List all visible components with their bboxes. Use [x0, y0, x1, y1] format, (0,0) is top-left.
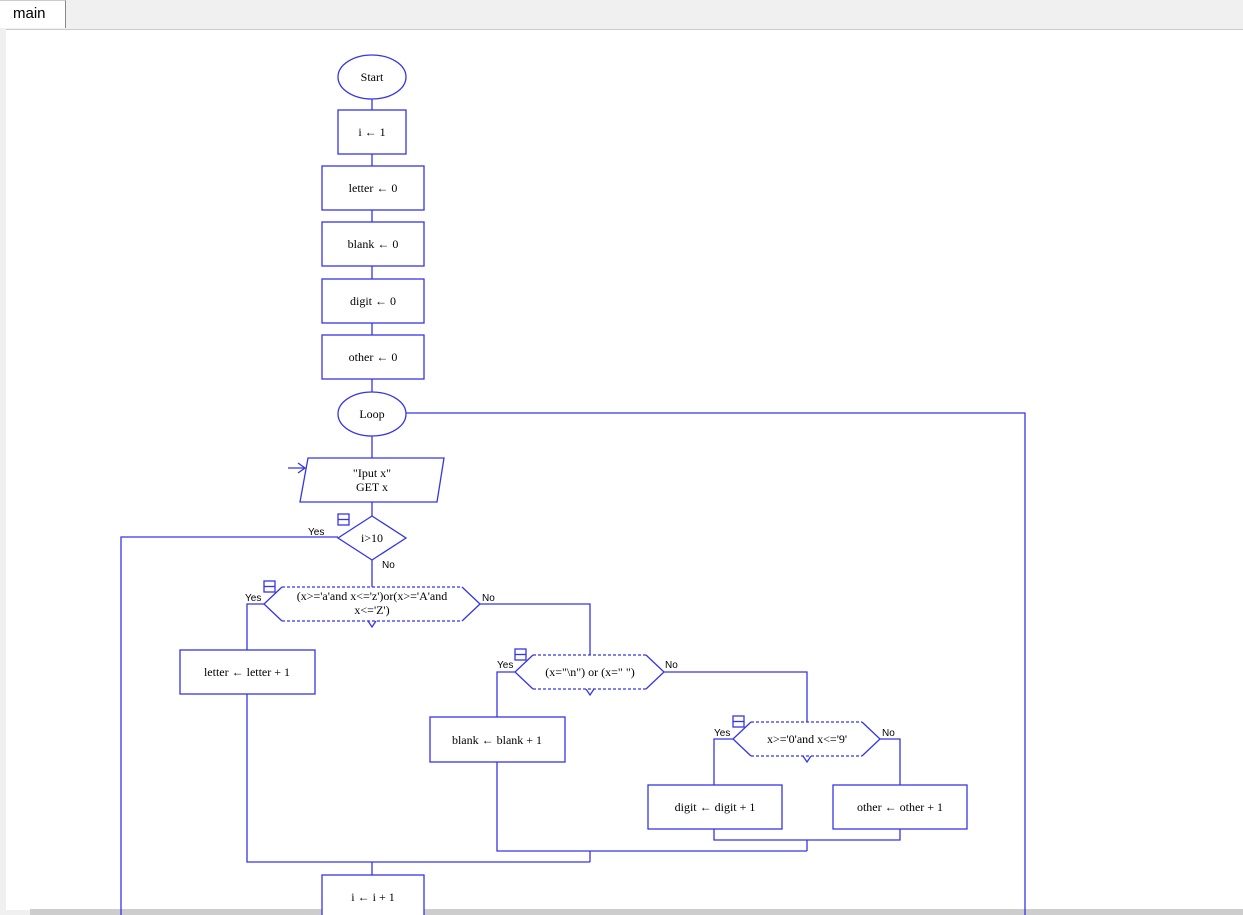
assign-digit-box[interactable]	[321, 278, 425, 324]
blank-condition-label: (x="\n") or (x=" ")	[545, 665, 634, 679]
assign-letter-box[interactable]	[321, 165, 425, 211]
yes-label: Yes	[245, 593, 261, 604]
inc-i-box[interactable]	[321, 874, 425, 915]
collapse-icon[interactable]	[514, 648, 527, 661]
no-label: No	[482, 593, 495, 604]
collapse-icon[interactable]	[732, 715, 745, 728]
letter-condition-label: (x>='a'and x<='z')or(x>='A'and	[297, 589, 448, 603]
no-label: No	[882, 728, 895, 739]
start-label: Start	[361, 70, 384, 84]
yes-label: Yes	[497, 660, 513, 671]
input-prompt-label: "Iput x"	[353, 466, 391, 480]
no-label: No	[382, 560, 395, 571]
assign-i-box[interactable]	[337, 109, 407, 155]
collapse-icon[interactable]	[337, 513, 350, 526]
loop-label: Loop	[359, 407, 384, 421]
blank-condition-hexagon[interactable]	[514, 654, 665, 690]
collapse-icon[interactable]	[263, 580, 276, 593]
digit-condition-label: x>='0'and x<='9'	[767, 732, 847, 746]
assign-blank-box[interactable]	[321, 221, 425, 267]
assign-i-label: i ← 1	[358, 125, 385, 139]
exit-condition-diamond[interactable]	[336, 515, 408, 561]
assign-digit-label: digit ← 0	[350, 294, 396, 308]
inc-other-box[interactable]	[832, 784, 968, 830]
inc-blank-box[interactable]	[429, 716, 566, 763]
yes-label: Yes	[714, 728, 730, 739]
connectors	[120, 99, 1026, 915]
assign-blank-label: blank ← 0	[348, 237, 399, 251]
inc-digit-box[interactable]	[647, 784, 783, 830]
loop-node[interactable]	[337, 391, 407, 437]
inc-letter-box[interactable]	[179, 649, 316, 695]
inc-other-label: other ← other + 1	[857, 800, 943, 814]
letter-condition-label-2: x<='Z')	[354, 603, 389, 617]
input-box[interactable]	[299, 457, 445, 503]
digit-condition-hexagon[interactable]	[732, 721, 881, 757]
assign-other-box[interactable]	[321, 334, 425, 380]
inc-letter-label: letter ← letter + 1	[204, 665, 290, 679]
exit-condition-label: i>10	[361, 531, 383, 545]
horizontal-scrollbar[interactable]	[30, 909, 1243, 915]
tab-bar: main	[0, 0, 1243, 30]
no-label: No	[665, 660, 678, 671]
inc-i-label: i ← i + 1	[351, 890, 394, 904]
assign-other-label: other ← 0	[349, 350, 398, 364]
input-get-label: GET x	[356, 480, 388, 494]
flowchart-canvas[interactable]	[6, 29, 1243, 910]
yes-label: Yes	[308, 527, 324, 538]
assign-letter-label: letter ← 0	[349, 181, 398, 195]
letter-condition-hexagon[interactable]	[263, 586, 481, 622]
inc-digit-label: digit ← digit + 1	[675, 800, 756, 814]
inc-blank-label: blank ← blank + 1	[452, 733, 542, 747]
tab-main[interactable]: main	[0, 0, 66, 28]
start-terminal[interactable]	[337, 54, 407, 100]
